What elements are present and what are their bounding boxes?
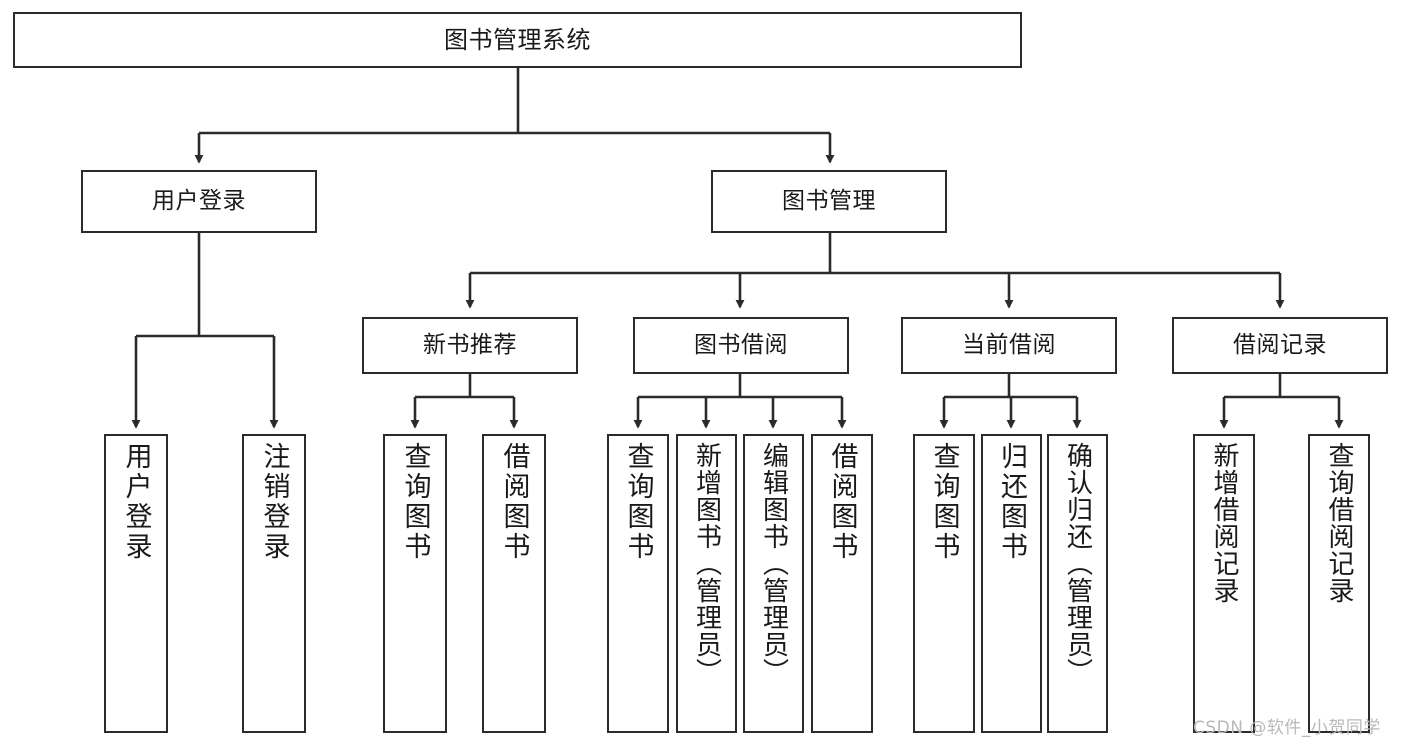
node-label: 借阅记录 (1233, 331, 1327, 358)
node-label: 借阅图书 (498, 442, 530, 562)
node-label: 编辑图书（管理员） (758, 442, 789, 685)
node-label: 查询借阅记录 (1324, 442, 1354, 604)
leaf-query-record[interactable]: 查询借阅记录 (1308, 434, 1370, 733)
node-label: 查询图书 (399, 442, 431, 562)
node-book-manage[interactable]: 图书管理 (711, 170, 947, 233)
node-borrow-record[interactable]: 借阅记录 (1172, 317, 1388, 374)
node-label: 借阅图书 (826, 442, 858, 562)
leaf-query-book-3[interactable]: 查询图书 (913, 434, 975, 733)
node-label: 注销登录 (258, 442, 290, 562)
leaf-add-record[interactable]: 新增借阅记录 (1193, 434, 1255, 733)
csdn-watermark: CSDN @软件_小贺同学 (1193, 718, 1381, 738)
node-label: 图书管理 (782, 187, 876, 214)
node-user-login[interactable]: 用户登录 (81, 170, 317, 233)
leaf-user-login[interactable]: 用户登录 (104, 434, 168, 733)
node-label: 图书管理系统 (444, 25, 591, 54)
leaf-confirm-return[interactable]: 确认归还（管理员） (1047, 434, 1108, 733)
leaf-borrow-book-1[interactable]: 借阅图书 (482, 434, 546, 733)
node-label: 新增图书（管理员） (691, 442, 722, 685)
node-new-book-recommend[interactable]: 新书推荐 (362, 317, 578, 374)
leaf-logout-login[interactable]: 注销登录 (242, 434, 306, 733)
node-label: 确认归还（管理员） (1062, 442, 1093, 685)
leaf-return-book[interactable]: 归还图书 (981, 434, 1042, 733)
node-label: 新增借阅记录 (1209, 442, 1239, 604)
node-book-borrow[interactable]: 图书借阅 (633, 317, 849, 374)
node-label: 用户登录 (152, 187, 246, 214)
node-label: 查询图书 (928, 442, 960, 562)
node-label: 查询图书 (622, 442, 654, 562)
node-root-system[interactable]: 图书管理系统 (13, 12, 1022, 68)
node-label: 归还图书 (996, 442, 1027, 562)
node-label: 图书借阅 (694, 331, 788, 358)
node-label: 新书推荐 (423, 331, 517, 358)
leaf-query-book-1[interactable]: 查询图书 (383, 434, 447, 733)
leaf-borrow-book-2[interactable]: 借阅图书 (811, 434, 873, 733)
leaf-query-book-2[interactable]: 查询图书 (607, 434, 669, 733)
node-current-borrow[interactable]: 当前借阅 (901, 317, 1117, 374)
leaf-edit-book[interactable]: 编辑图书（管理员） (743, 434, 804, 733)
node-label: 用户登录 (120, 442, 152, 562)
node-label: 当前借阅 (962, 331, 1056, 358)
leaf-add-book[interactable]: 新增图书（管理员） (676, 434, 737, 733)
